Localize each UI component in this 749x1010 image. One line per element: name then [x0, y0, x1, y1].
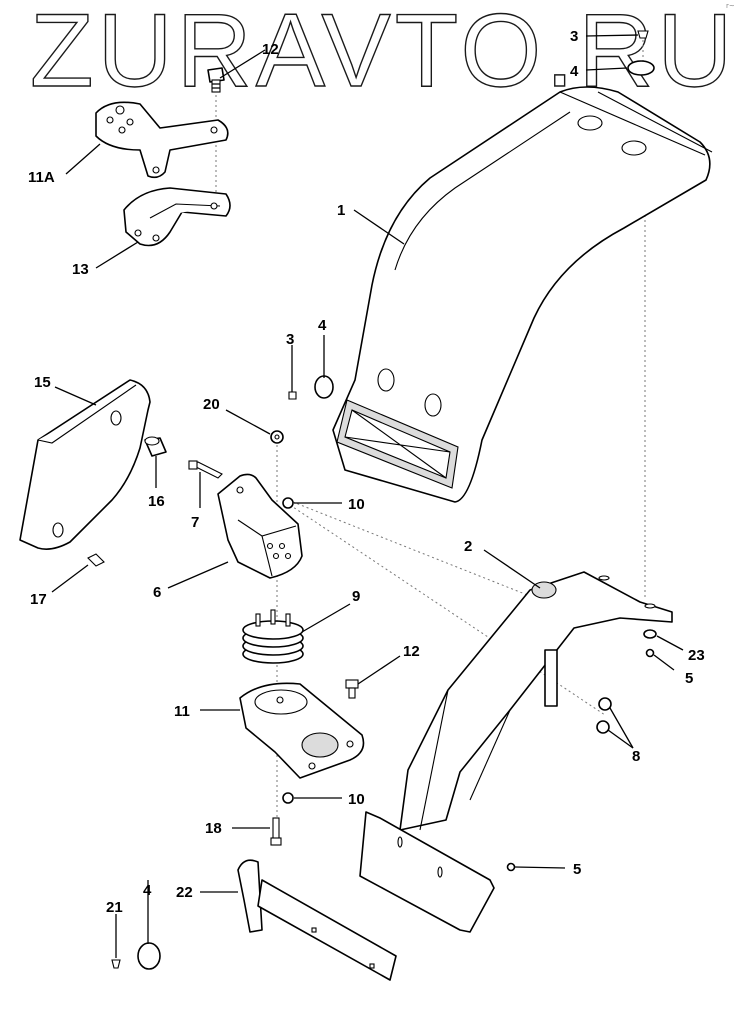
callout-2: 2 [464, 538, 472, 555]
part-pin-21 [111, 959, 121, 969]
callout-13: 13 [72, 261, 89, 278]
part-plate-13 [123, 187, 231, 247]
part-nut-10-upper [282, 497, 294, 509]
part-mount-9 [242, 609, 304, 664]
callout-12-top: 12 [262, 41, 279, 58]
part-plug-16 [144, 436, 167, 457]
part-bolt-12-mid [345, 679, 359, 699]
part-nut-10-lower [282, 792, 294, 804]
part-bracket-6 [217, 473, 303, 579]
leader-lines [51, 34, 684, 958]
callout-4-mid: 4 [318, 317, 327, 334]
callout-17: 17 [30, 591, 47, 608]
part-washer-23 [643, 629, 657, 639]
watermark-logo: ZURAVTO.RU [30, 0, 736, 109]
callout-11A: 11A [28, 169, 55, 186]
part-bracket-2 [359, 571, 673, 933]
callout-20: 20 [203, 396, 220, 413]
callout-5-lower: 5 [573, 861, 581, 878]
callout-9: 9 [352, 588, 360, 605]
part-nuts-8 [596, 697, 612, 734]
callout-4-top: 4 [570, 63, 579, 80]
part-pin-3-top [637, 30, 649, 39]
part-pin-3-mid [288, 391, 297, 400]
corner-mark: r~ [726, 2, 735, 10]
callout-12-mid: 12 [403, 643, 420, 660]
part-cap-4-mid [314, 375, 334, 399]
part-bolt-17 [87, 553, 105, 567]
callout-8: 8 [632, 748, 640, 765]
callout-3-mid: 3 [286, 331, 294, 348]
part-nut-20 [270, 430, 284, 444]
part-bolt-7 [188, 460, 223, 479]
callout-23: 23 [688, 647, 705, 664]
callout-10-upper: 10 [348, 496, 365, 513]
callout-4-bottom: 4 [143, 882, 152, 899]
part-nut-5-lower [506, 862, 516, 872]
part-panel-15 [19, 379, 151, 550]
callout-22: 22 [176, 884, 193, 901]
part-bracket-11A [95, 101, 229, 179]
part-bolt-12-top [207, 67, 225, 93]
part-fender-1 [332, 86, 713, 503]
callout-labels: 1 2 3 3 4 4 4 5 5 6 7 8 9 10 10 11 11A 1… [28, 28, 705, 916]
part-nut-5-upper [645, 648, 655, 658]
callout-15: 15 [34, 374, 51, 391]
callout-5-upper: 5 [685, 670, 693, 687]
callout-10-lower: 10 [348, 791, 365, 808]
callout-16: 16 [148, 493, 165, 510]
callout-21: 21 [106, 899, 123, 916]
part-stand-22 [237, 859, 397, 981]
part-bolt-18 [270, 817, 282, 846]
callout-1: 1 [337, 202, 345, 219]
callout-11: 11 [174, 703, 190, 720]
part-cap-4-top [627, 60, 655, 76]
callout-3-top: 3 [570, 28, 578, 45]
part-plate-11 [239, 682, 365, 779]
callout-6: 6 [153, 584, 161, 601]
callout-7: 7 [191, 514, 199, 531]
part-cap-4-bottom [137, 942, 161, 970]
callout-18: 18 [205, 820, 222, 837]
